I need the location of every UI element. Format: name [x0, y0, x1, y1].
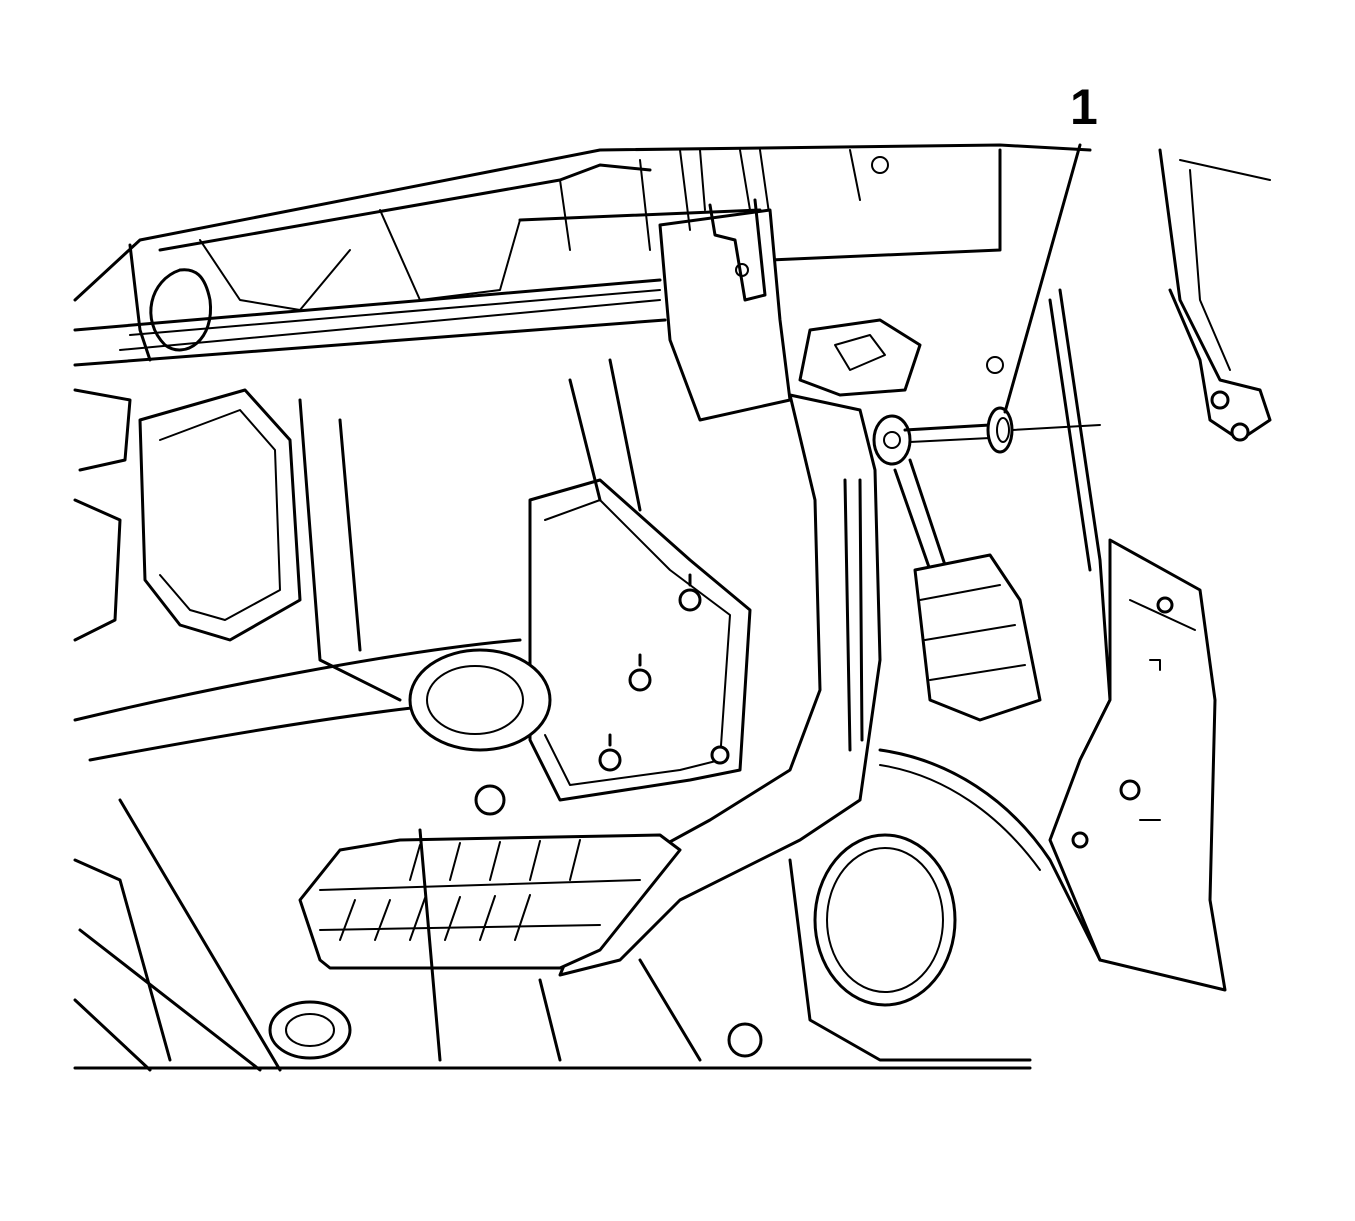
- right-bracket: [1048, 148, 1272, 992]
- mounting-bracket: [658, 149, 792, 422]
- callout-label-1: 1: [1070, 79, 1098, 135]
- pedal-bracket: [528, 358, 752, 802]
- left-panel: [73, 388, 402, 702]
- pushrod-boot: [872, 414, 1042, 722]
- pedal-pad: [298, 833, 682, 970]
- brake-pedal-arm: [558, 318, 922, 977]
- floor-structure: [73, 638, 1102, 1072]
- upper-panel-structure: [73, 143, 1092, 374]
- fastener-nut: [903, 406, 1101, 454]
- callout-leader: [1003, 143, 1082, 414]
